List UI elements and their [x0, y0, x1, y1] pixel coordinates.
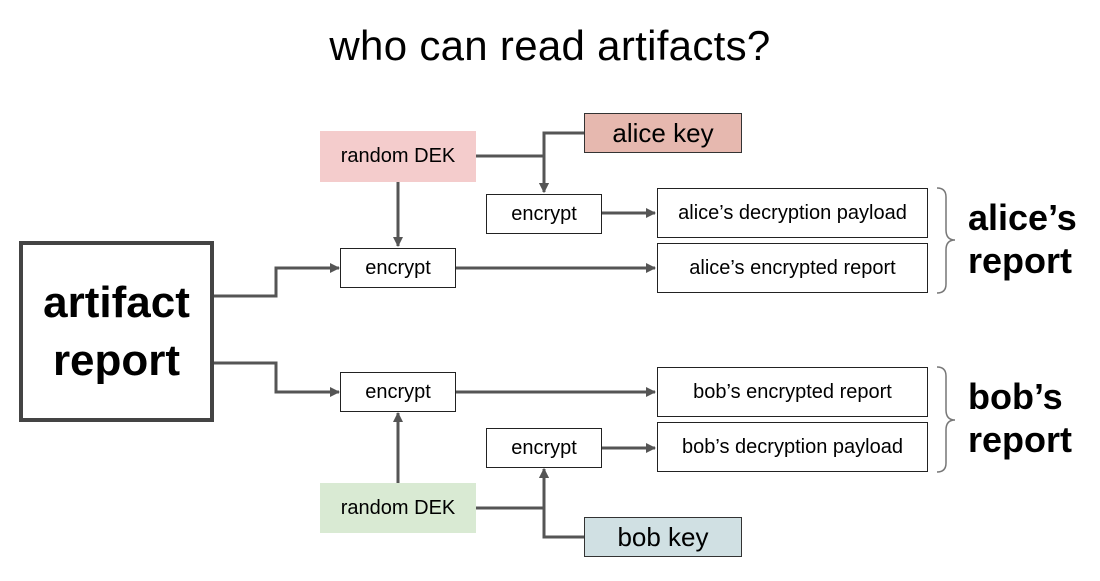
alice-random-dek: random DEK [320, 131, 476, 182]
alice-report-label: alice’s report [968, 197, 1077, 282]
artifact-to-bob-encrypt-arrow [212, 361, 340, 397]
alice-key-to-key-encrypt-arrow [539, 131, 584, 193]
bob-key-encrypt: encrypt [486, 428, 602, 468]
bob-report-label: bob’s report [968, 376, 1073, 461]
bob-dek-to-key-encrypt-arrow [476, 468, 549, 510]
diagram-title: who can read artifacts? [329, 22, 771, 69]
artifact-report-label: artifact report [43, 278, 190, 385]
alice-group-brace [936, 187, 956, 294]
bob-report-encrypt: encrypt [340, 372, 456, 412]
alice-decryption-payload: alice’s decryption payload [657, 188, 928, 238]
bob-encrypted-report: bob’s encrypted report [657, 367, 928, 417]
bob-key: bob key [584, 517, 742, 557]
alice-dek-to-key-encrypt-arrow [476, 154, 549, 193]
bob-group-brace [936, 366, 956, 473]
alice-key-encrypt: encrypt [486, 194, 602, 234]
artifact-report-box: artifact report [19, 241, 214, 422]
artifact-to-alice-encrypt-arrow [212, 263, 340, 298]
bob-random-dek: random DEK [320, 483, 476, 533]
bob-key-to-key-encrypt-arrow [539, 468, 584, 539]
alice-report-encrypt: encrypt [340, 248, 456, 288]
alice-key: alice key [584, 113, 742, 153]
bob-decryption-payload: bob’s decryption payload [657, 422, 928, 472]
alice-encrypted-report: alice’s encrypted report [657, 243, 928, 293]
